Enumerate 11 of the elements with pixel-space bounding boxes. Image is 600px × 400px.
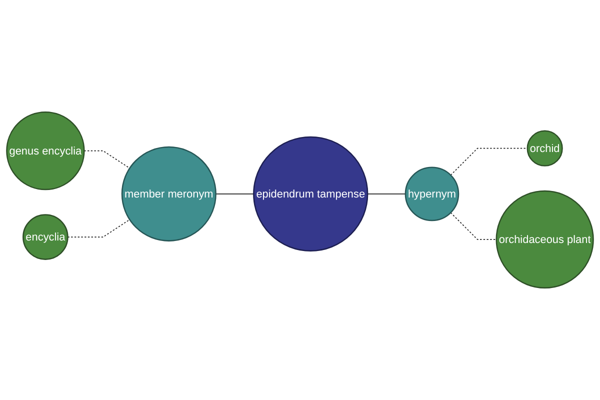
circle-node: orchid (526, 130, 563, 166)
dashed-line (84, 150, 130, 169)
dashed-line (67, 219, 130, 238)
dashed-line (450, 148, 528, 176)
dashed-line (450, 212, 497, 240)
circle-node: hypernym (404, 166, 460, 222)
circle-node: orchidaceous plant (496, 190, 594, 289)
circle-node: genus encyclia (6, 111, 85, 190)
circle-node: member meronym (121, 146, 216, 242)
circle-node: epidendrum tampense (253, 136, 368, 252)
circle-node: encyclia (22, 214, 68, 260)
